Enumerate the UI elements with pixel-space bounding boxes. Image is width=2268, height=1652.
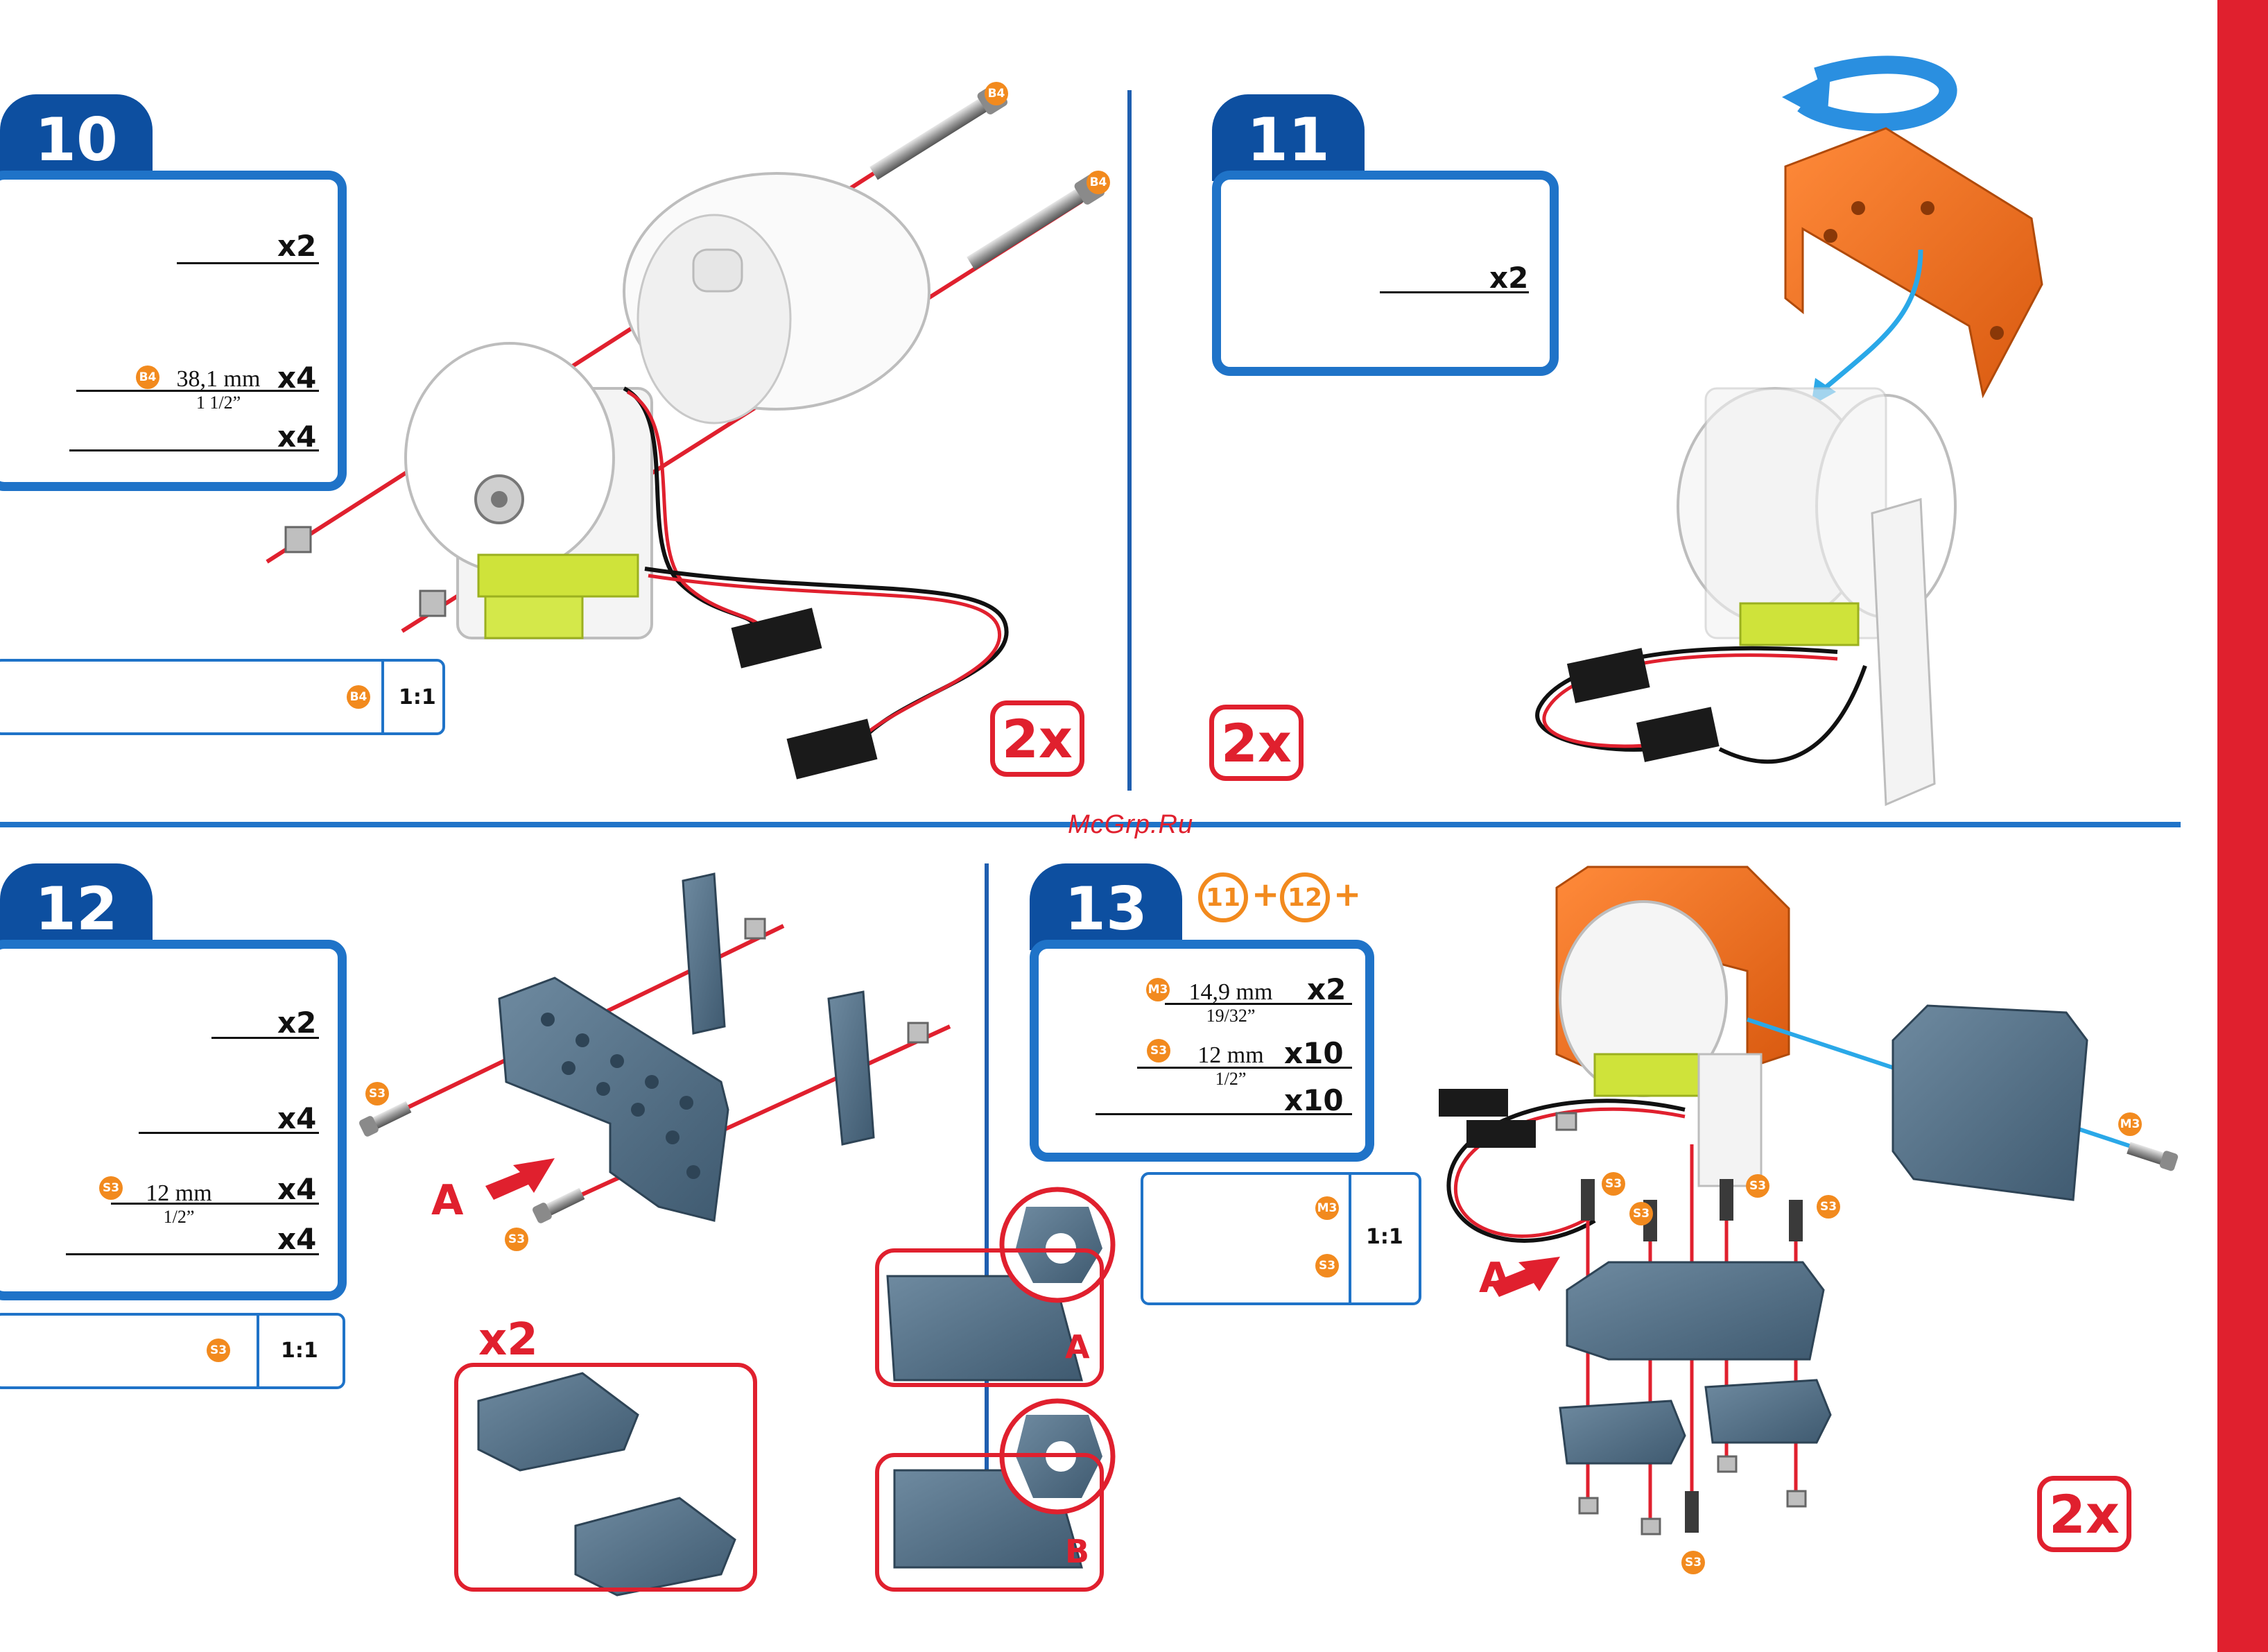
step12-qty-screw: x4	[277, 1172, 316, 1206]
step10-scale-badge: B4	[347, 685, 370, 709]
step12-arrow-label: A	[431, 1176, 463, 1225]
step13-bolt-badge: S3	[1817, 1195, 1840, 1219]
step12-detail-a-frame	[875, 1248, 1104, 1387]
length-mm: 38,1 mm	[177, 366, 261, 392]
scale-divider	[381, 662, 384, 732]
step12-detail-a-label: A	[1065, 1328, 1090, 1366]
step13-scale-ratio: 1:1	[1366, 1225, 1403, 1249]
step13-screw-length: 12 mm 1/2”	[1179, 1044, 1283, 1088]
length-inch: 1 1/2”	[166, 394, 270, 412]
plus-sign: +	[1333, 875, 1361, 914]
length-inch: 1/2”	[130, 1208, 227, 1226]
step13-arrow-label: A	[1479, 1254, 1511, 1302]
length-mm: 12 mm	[1197, 1042, 1263, 1068]
step-number-10: 10	[0, 94, 153, 181]
step13-bolt-badge: M3	[2118, 1112, 2142, 1136]
step10-scale-box	[0, 659, 445, 735]
step13-illustration	[1439, 867, 2179, 1534]
step13-bolt-badge: S3	[1681, 1551, 1705, 1574]
step13-qty-bolt: x2	[1307, 972, 1346, 1006]
scale-divider	[1349, 1175, 1351, 1302]
scale-divider	[257, 1316, 259, 1386]
step11-multiplier: 2x	[1209, 705, 1304, 781]
step10-scale-ratio: 1:1	[399, 685, 436, 709]
step13-multiplier: 2x	[2037, 1476, 2131, 1552]
step12-part-badge: S3	[99, 1176, 123, 1200]
step12-bolt-badge: S3	[365, 1082, 389, 1105]
step13-bolt-badge: S3	[1746, 1174, 1769, 1198]
step13-qty-screw: x10	[1284, 1036, 1344, 1070]
step10-qty-nut: x4	[277, 420, 316, 454]
step10-bolt-badge: B4	[985, 82, 1008, 105]
step13-prereq-12: 12	[1280, 872, 1330, 922]
step12-detail-b-label: B	[1065, 1533, 1089, 1570]
step11-qty-bracket: x2	[1489, 261, 1528, 295]
step10-bolt-badge: B4	[1087, 171, 1110, 194]
step10-qty-bolt: x4	[277, 361, 316, 395]
step13-bolt-badge: S3	[1629, 1202, 1653, 1225]
step-number-12: 12	[0, 863, 153, 950]
step12-qty-plate: x2	[277, 1006, 316, 1040]
step12-bolt-badge: S3	[505, 1228, 528, 1251]
step-number-13: 13	[1030, 863, 1182, 950]
step13-prereq-11: 11	[1198, 872, 1248, 922]
step10-part-badge: B4	[136, 365, 159, 389]
step13-bolt-badge: S3	[1602, 1172, 1625, 1196]
plus-sign: +	[1252, 875, 1279, 914]
step13-scale-badge: M3	[1315, 1196, 1339, 1220]
step12-qty-nut: x4	[277, 1222, 316, 1256]
step-number-11: 11	[1212, 94, 1365, 181]
step13-part-badge: M3	[1146, 978, 1170, 1001]
step12-qty-bracket: x4	[277, 1101, 316, 1135]
step11-illustration	[1537, 64, 2042, 805]
step12-x2-label: x2	[478, 1314, 538, 1366]
step12-detail-b-frame	[875, 1453, 1104, 1592]
step10-qty-cover: x2	[277, 229, 316, 263]
step13-qty-nut: x10	[1284, 1083, 1344, 1117]
length-inch: 19/32”	[1179, 1007, 1283, 1025]
length-mm: 14,9 mm	[1189, 979, 1273, 1005]
step12-x2-frame	[454, 1363, 757, 1592]
step10-multiplier: 2x	[990, 700, 1084, 777]
step13-part-badge: S3	[1147, 1039, 1170, 1062]
step12-scale-ratio: 1:1	[281, 1339, 318, 1363]
length-inch: 1/2”	[1179, 1070, 1283, 1088]
step13-scale-badge: S3	[1315, 1254, 1339, 1277]
step12-scale-badge: S3	[207, 1339, 230, 1362]
